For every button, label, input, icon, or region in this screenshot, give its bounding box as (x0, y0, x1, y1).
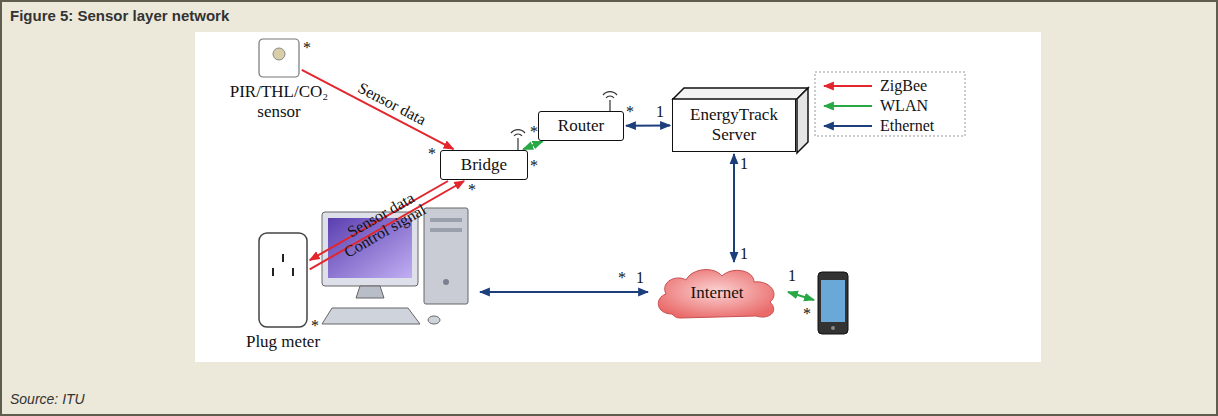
figure-caption: Source: ITU (10, 391, 85, 407)
plug-meter-icon: Plug meter (258, 232, 308, 328)
multiplicity-label: 1 (636, 270, 644, 286)
multiplicity-label: * (311, 318, 319, 334)
multiplicity-label: 1 (788, 268, 796, 284)
legend-line (824, 85, 872, 87)
connector (626, 124, 670, 126)
multiplicity-label: 1 (740, 156, 748, 172)
wlan-link (788, 292, 814, 300)
internet-cloud: Internet (650, 264, 784, 322)
node-label: Plug meter (246, 332, 320, 352)
server-box: EnergyTrack Server (672, 98, 796, 152)
legend-line (824, 125, 872, 127)
node-label: EnergyTrack Server (678, 105, 790, 144)
node-label: Internet (691, 283, 744, 303)
legend-label: ZigBee (880, 78, 927, 94)
ethernet-link (480, 291, 648, 293)
multiplicity-label: * (530, 158, 538, 174)
sensor-icon: PIR/THL/CO₂ sensor (258, 38, 300, 78)
sensor-shape (258, 38, 300, 78)
router-box: Router (538, 111, 624, 141)
multiplicity-label: 1 (656, 104, 664, 120)
connector (523, 142, 542, 150)
plug-shape (258, 232, 308, 328)
multiplicity-label: * (303, 40, 311, 56)
multiplicity-label: 1 (740, 246, 748, 262)
multiplicity-label: * (468, 182, 476, 198)
connector (733, 154, 735, 262)
multiplicity-label: * (626, 104, 634, 120)
node-label: Router (558, 116, 604, 136)
bridge-box: Bridge (440, 150, 528, 180)
edge-label: Sensor data (356, 79, 429, 128)
bridge-antenna (511, 130, 525, 150)
figure-title: Figure 5: Sensor layer network (10, 7, 229, 24)
diagram-panel (195, 32, 1041, 362)
legend-line (824, 105, 872, 107)
multiplicity-label: * (803, 306, 811, 322)
node-label: PIR/THL/CO₂ sensor (219, 82, 339, 121)
connector (302, 70, 454, 149)
legend-label: Ethernet (880, 118, 934, 134)
multiplicity-label: * (428, 146, 436, 162)
multiplicity-label: * (530, 124, 538, 140)
node-label: Bridge (461, 155, 507, 175)
phone-icon (818, 272, 848, 334)
connector (310, 181, 448, 260)
connector (310, 181, 464, 269)
legend-box (815, 72, 965, 136)
multiplicity-label: * (618, 270, 626, 286)
router-antenna (603, 92, 617, 112)
legend-label: WLAN (880, 98, 928, 114)
